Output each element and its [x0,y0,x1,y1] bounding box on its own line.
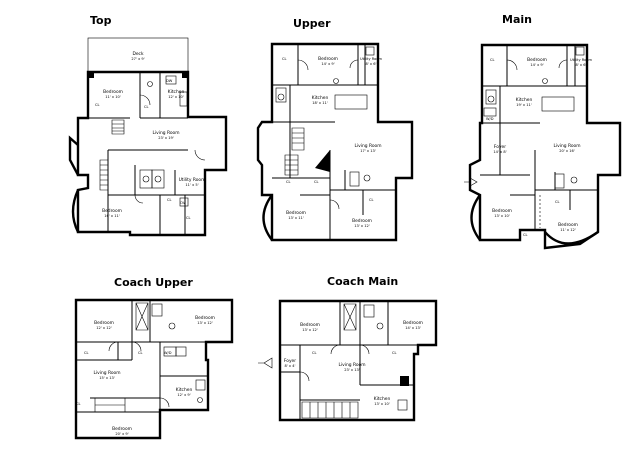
room-dim-main-bedroom-3: 11' x 12' [560,228,576,232]
room-name-main-foyer: Foyer [494,144,506,150]
room-name-coach-upper-bedroom-2: Bedroom [195,315,215,321]
room-name-main-bedroom-3: Bedroom [558,222,578,228]
room-dim-main-kitchen: 19' x 11' [516,103,532,107]
title-top: Top [90,14,112,27]
room-name-main-bedroom-1: Bedroom [527,57,547,63]
plan-main: Bedroom 14' x 9' Utility Room 8' x 6' Ki… [464,43,622,250]
room-dim-upper-utility: 8' x 6' [366,62,377,66]
room-name-top-bedroom-2: Bedroom [102,208,122,214]
room-dim-main-bedroom-1: 14' x 9' [530,63,543,67]
closet-upper-3: CL [314,180,319,184]
room-name-upper-utility: Utility Room [360,57,382,61]
closet-coach-upper-2: CL [138,351,143,355]
room-dim-coach-upper-living: 15' x 13' [99,376,115,380]
washer-dryer-main: W/D [486,117,494,121]
room-name-coach-main-bedroom-1: Bedroom [300,322,320,328]
room-name-main-bedroom-2: Bedroom [492,208,512,214]
room-dim-upper-bedroom-2: 13' x 11' [288,216,304,220]
room-dim-upper-bedroom-3: 13' x 12' [354,224,370,228]
closet-upper-4: CL [369,198,374,202]
closet-main-3: CL [523,233,528,237]
room-name-main-kitchen: Kitchen [516,97,533,103]
room-name-coach-upper-living: Living Room [94,370,121,376]
room-name-coach-main-foyer: Foyer [284,358,296,364]
room-dim-upper-living: 17' x 13' [360,149,376,153]
room-name-coach-main-kitchen: Kitchen [374,396,391,402]
room-dim-upper-bedroom-1: 14' x 9' [321,62,334,66]
plan-upper: Bedroom 14' x 9' Utility Room 8' x 6' Ki… [256,42,414,242]
closet-coach-main-2: CL [392,351,397,355]
room-dim-coach-upper-bedroom-3: 20' x 9' [115,432,128,436]
room-name-coach-upper-bedroom-3: Bedroom [112,426,132,432]
room-dim-main-foyer: 14' x 8' [493,150,506,154]
plan-coach-upper: Bedroom 12' x 12' Bedroom 13' x 12' Livi… [74,298,234,440]
room-name-deck: Deck [132,51,143,57]
room-name-top-utility: Utility Room [179,177,206,183]
room-name-upper-bedroom-2: Bedroom [286,210,306,216]
room-name-top-living: Living Room [153,130,180,136]
room-name-top-kitchen: Kitchen [168,89,185,95]
room-dim-coach-main-kitchen: 13' x 10' [374,402,390,406]
title-coach-upper: Coach Upper [114,276,193,289]
closet-coach-upper-1: CL [84,351,89,355]
room-dim-coach-main-bedroom-2: 14' x 13' [405,326,421,330]
room-dim-main-bedroom-2: 13' x 10' [494,214,510,218]
plan-coach-main: Bedroom 13' x 12' Bedroom 14' x 13' Foye… [258,299,438,422]
room-dim-coach-main-bedroom-1: 13' x 12' [302,328,318,332]
room-dim-coach-upper-kitchen: 12' x 9' [177,393,190,397]
appliance-top-dw: DW [166,79,173,83]
room-dim-top-bedroom-1: 11' x 10' [105,95,121,99]
title-upper: Upper [293,17,331,30]
room-name-upper-bedroom-3: Bedroom [352,218,372,224]
room-name-upper-living: Living Room [355,143,382,149]
title-main: Main [502,13,532,26]
room-name-coach-upper-bedroom-1: Bedroom [94,320,114,326]
room-name-upper-kitchen: Kitchen [312,95,329,101]
closet-top-3: CL [167,198,172,202]
closet-main-1: CL [490,58,495,62]
plan-top: Deck 27' x 9' Bedroom 11' x 10' Kitchen … [68,37,228,237]
kitchen-island-upper [334,94,368,110]
room-dim-upper-kitchen: 18' x 11' [312,101,328,105]
room-dim-top-bedroom-2: 16' x 11' [104,214,120,218]
room-dim-coach-upper-bedroom-2: 13' x 12' [197,321,213,325]
room-name-coach-main-living: Living Room [339,362,366,368]
room-dim-coach-upper-bedroom-1: 12' x 12' [96,326,112,330]
room-name-coach-upper-kitchen: Kitchen [176,387,193,393]
closet-top-1: CL [95,103,100,107]
room-dim-main-living: 20' x 16' [559,149,575,153]
closet-coach-upper-3: CL [76,402,81,406]
room-dim-top-kitchen: 12' x 10' [168,95,184,99]
title-coach-main: Coach Main [327,275,399,288]
kitchen-island-main [541,96,575,112]
room-dim-top-utility: 11' x 5' [185,183,198,187]
closet-upper-1: CL [282,57,287,61]
room-dim-coach-main-living: 23' x 13' [344,368,360,372]
room-name-top-bedroom-1: Bedroom [103,89,123,95]
room-name-main-utility: Utility Room [570,58,592,62]
closet-upper-2: CL [286,180,291,184]
closet-coach-main-1: CL [312,351,317,355]
room-dim-main-utility: 8' x 6' [576,63,587,67]
room-dim-deck: 27' x 9' [131,57,144,61]
room-name-main-living: Living Room [554,143,581,149]
closet-top-2: CL [144,105,149,109]
room-dim-coach-main-foyer: 8' x 4' [285,364,296,368]
washer-dryer-coach-upper: W/D [164,351,172,355]
room-name-coach-main-bedroom-2: Bedroom [403,320,423,326]
room-dim-top-living: 23' x 19' [158,136,174,140]
closet-top-4: CL [186,216,191,220]
room-name-upper-bedroom-1: Bedroom [318,56,338,62]
appliance-top-ov: OV [180,201,186,205]
closet-main-2: CL [555,200,560,204]
